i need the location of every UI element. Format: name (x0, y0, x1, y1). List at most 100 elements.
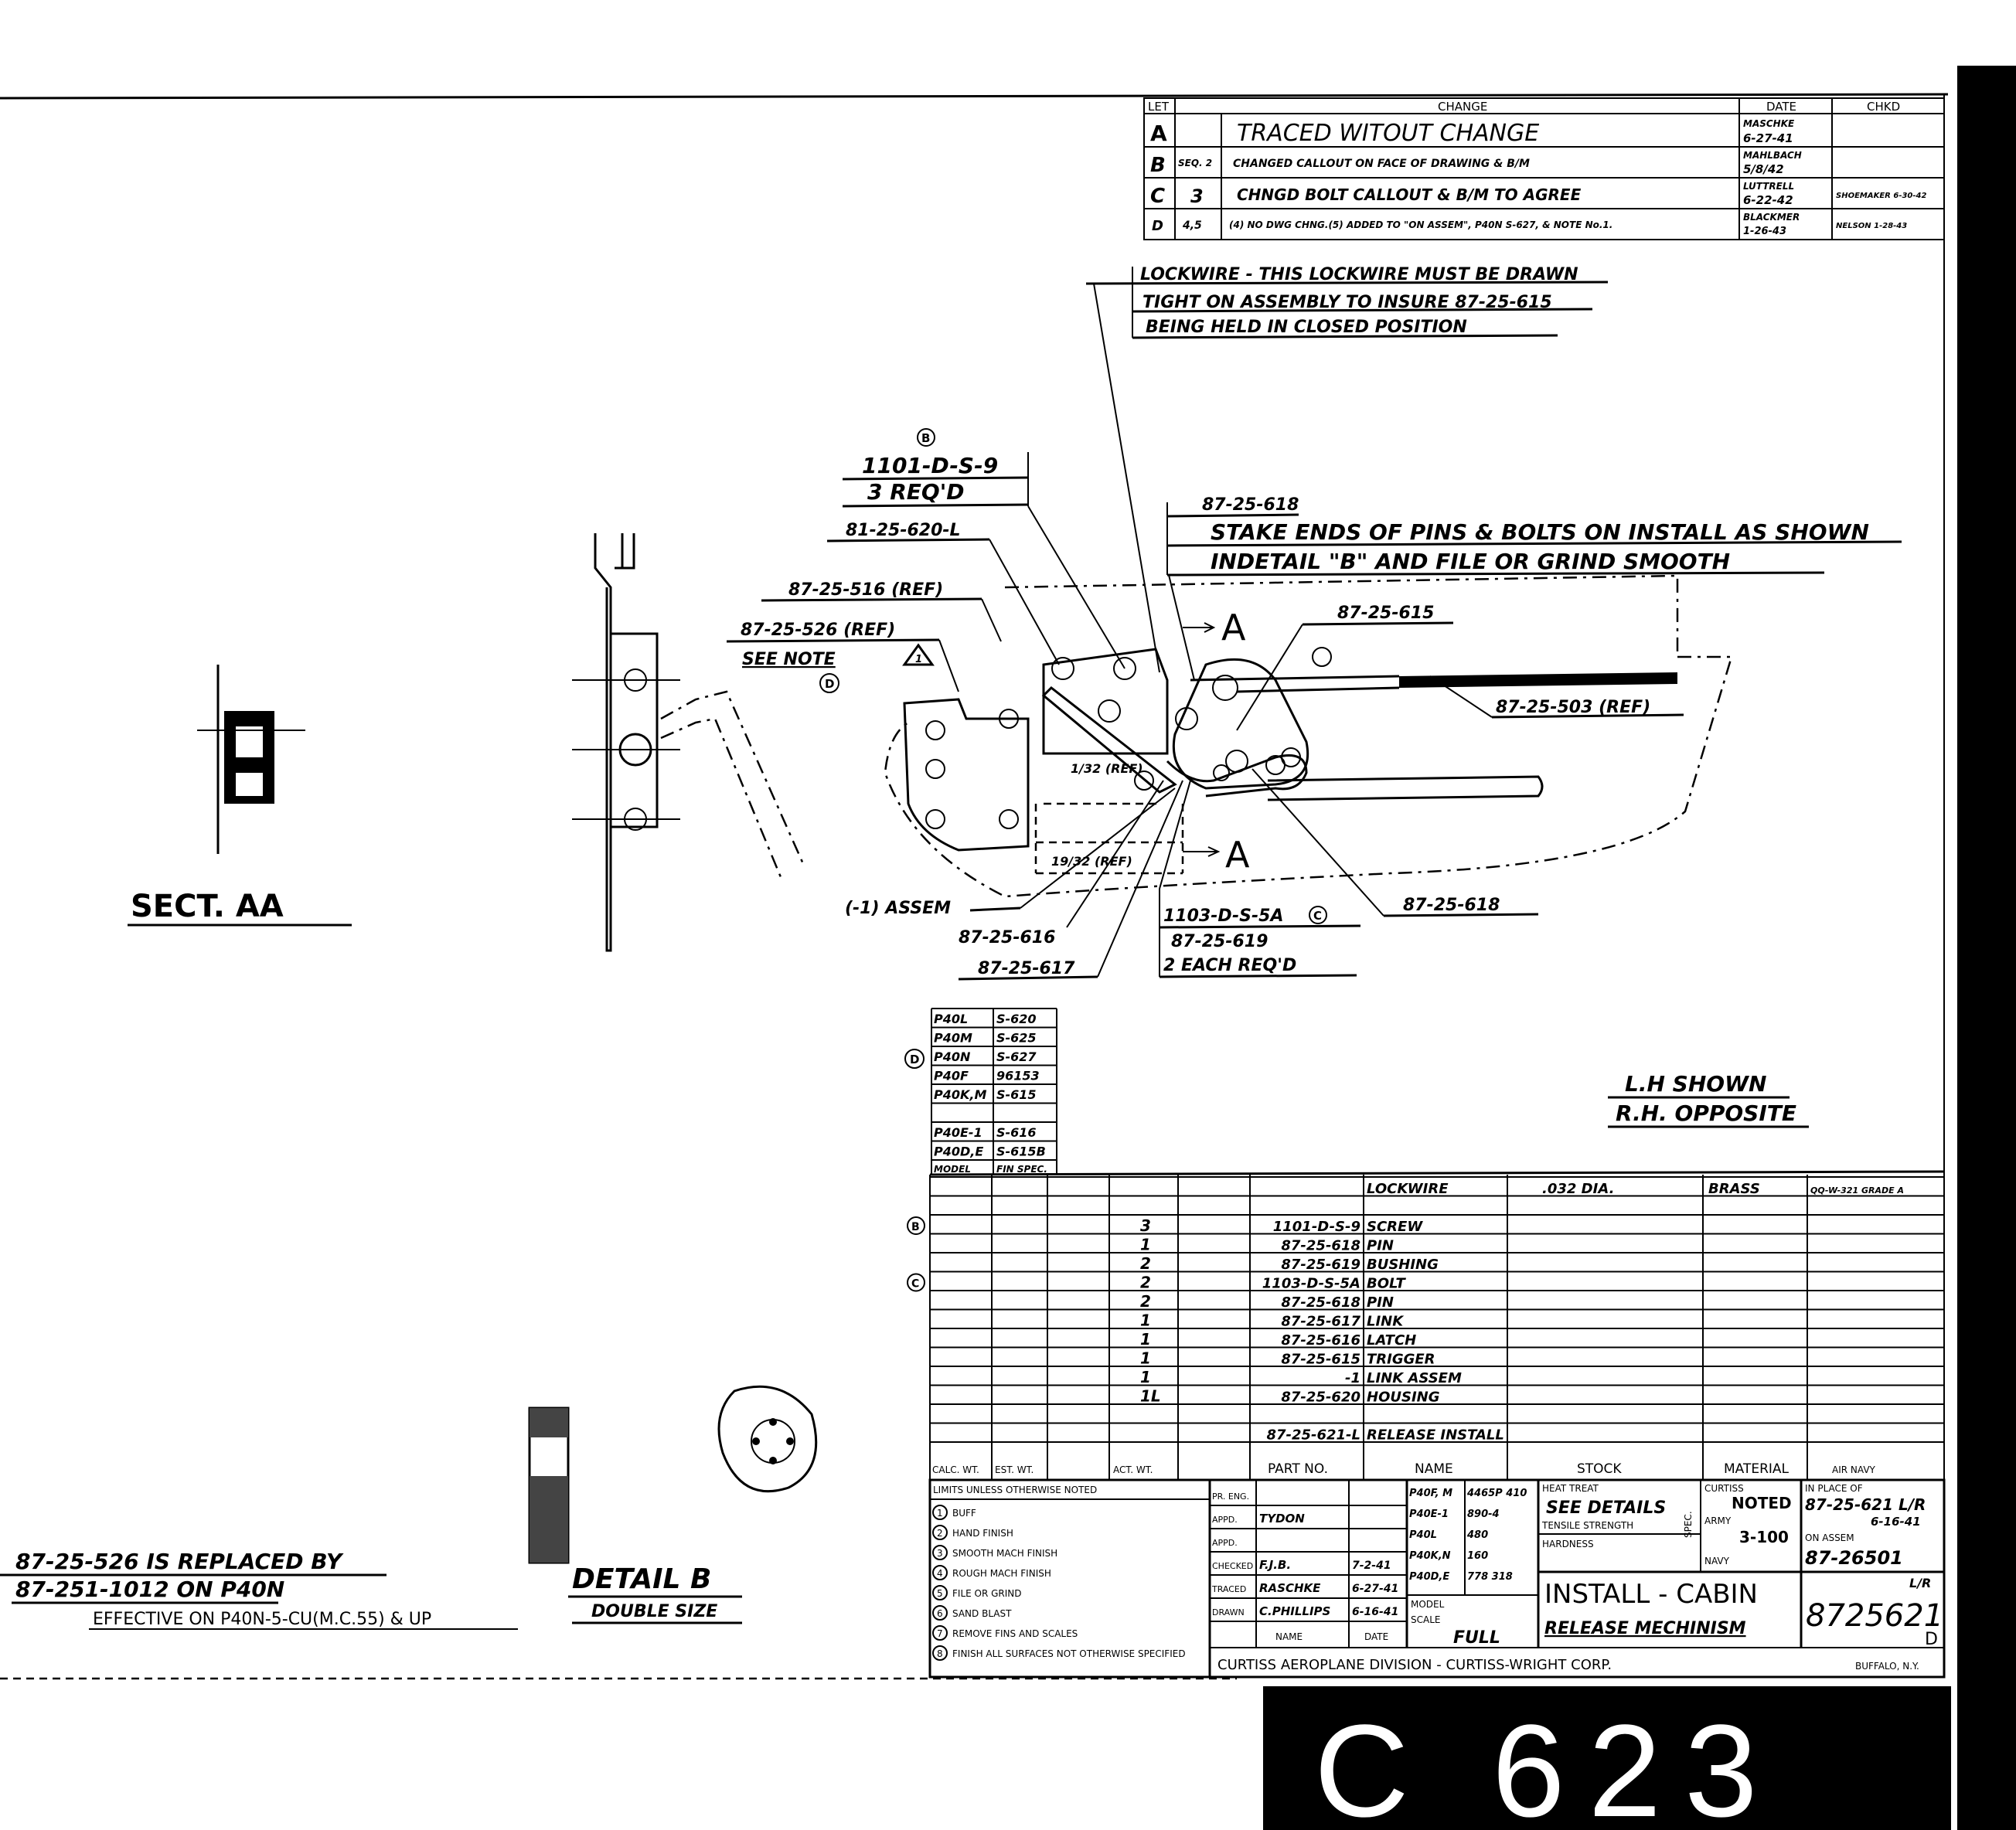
finish-number: 5 (937, 1588, 943, 1599)
replacement-note-line-3: EFFECTIVE ON P40N-5-CU(M.C.55) & UP (93, 1610, 431, 1629)
stake-note-part: 87-25-618 (1202, 495, 1299, 515)
part-number: 87-25-621-L (1266, 1427, 1360, 1444)
heat-treat-value: SEE DETAILS (1546, 1498, 1666, 1518)
callout-bushing: 87-25-619 (1171, 932, 1268, 951)
callout-link: 87-25-617 (978, 959, 1075, 978)
note-triangle-icon (902, 643, 935, 666)
part-number: 87-25-620 (1281, 1390, 1360, 1406)
rev-a-change: TRACED WITOUT CHANGE (1237, 120, 1539, 147)
lockwire-note: LOCKWIRE - THIS LOCKWIRE MUST BE DRAWN T… (1085, 265, 1609, 673)
drawing-title-line-2: RELEASE MECHINISM (1544, 1619, 1746, 1638)
model-name: P40K,M (934, 1087, 986, 1102)
parts-list-row: 1 87-25-615 TRIGGER (1140, 1349, 1435, 1368)
part-number: 87-25-616 (1281, 1332, 1360, 1349)
dimension-19-32: 19/32 (REF) (1051, 854, 1132, 869)
model-name: P40N (934, 1049, 971, 1064)
signoff-role: PR. ENG. (1212, 1492, 1249, 1502)
side-view (572, 533, 805, 952)
part-qty: 2 (1140, 1292, 1151, 1311)
replacement-note-line-1: 87-25-526 IS REPLACED BY (15, 1549, 344, 1574)
model-name: P40D,E (934, 1145, 983, 1159)
in-place-of-value: 87-25-621 L/R (1805, 1495, 1926, 1514)
rev-header-let: LET (1148, 100, 1170, 114)
navy-spec-label: NAVY (1704, 1556, 1730, 1566)
callout-ref-526: 87-25-526 (REF) (741, 621, 895, 640)
model-spec: S-615B (996, 1145, 1046, 1159)
part-number: -1 (1345, 1370, 1360, 1386)
model-spec: S-625 (996, 1031, 1037, 1046)
finish-number: 3 (937, 1548, 943, 1559)
finish-note: BUFF (952, 1508, 976, 1519)
signoff-role: APPD. (1212, 1515, 1238, 1525)
callout-ref-503: 87-25-503 (REF) (1496, 698, 1650, 717)
callout-bolt: 1103-D-S-5A (1163, 906, 1283, 926)
header-name: NAME (1415, 1461, 1453, 1477)
finish-number-circle (932, 1625, 948, 1641)
part-name: TRIGGER (1367, 1352, 1435, 1368)
model-name: P40E-1 (934, 1125, 982, 1140)
part-qty: 1 (1140, 1349, 1151, 1368)
signoff-role: DRAWN (1212, 1607, 1245, 1617)
header-est-wt: EST. WT. (995, 1464, 1034, 1475)
part-name: BOLT (1367, 1276, 1407, 1292)
weight-value: 480 (1466, 1529, 1488, 1541)
finish-note: ROUGH MACH FINISH (952, 1568, 1051, 1579)
part-number: 1103-D-S-5A (1262, 1276, 1360, 1292)
callouts: B 1101-D-S-9 3 REQ'D 81-25-620-L 87-25-5… (726, 428, 1684, 981)
army-spec-label: ARMY (1704, 1515, 1732, 1526)
header-spec: AIR NAVY (1832, 1464, 1876, 1475)
finish-number: 8 (937, 1648, 943, 1659)
rev-c-by: LUTTRELL (1743, 181, 1794, 192)
header-act-wt: ACT. WT. (1113, 1464, 1153, 1475)
detail-b-scale: DOUBLE SIZE (591, 1602, 717, 1621)
limits-label: LIMITS UNLESS OTHERWISE NOTED (933, 1485, 1097, 1495)
callout-rev-c: C (1313, 909, 1322, 923)
part-qty: 1 (1140, 1311, 1151, 1330)
part-stock: .032 DIA. (1542, 1181, 1614, 1197)
part-spec: QQ-W-321 GRADE A (1810, 1185, 1904, 1196)
finish-number-circle (932, 1505, 948, 1520)
signoff-role: APPD. (1212, 1538, 1238, 1548)
weight-value: 890-4 (1467, 1509, 1500, 1520)
weight-value: 4465P 410 (1466, 1488, 1527, 1499)
rev-c-date: 6-22-42 (1743, 193, 1793, 207)
finish-note: SAND BLAST (952, 1608, 1012, 1619)
spec-header: FIN SPEC. (996, 1164, 1047, 1175)
callout-screw-qty: 3 REQ'D (867, 479, 965, 505)
callout-bolt-qty: 2 EACH REQ'D (1163, 956, 1296, 975)
part-number: 87-25-617 (1281, 1314, 1360, 1330)
part-name: HOUSING (1367, 1390, 1439, 1406)
signoff-date: 6-27-41 (1352, 1583, 1398, 1595)
section-a-marker-bottom: A (1225, 834, 1250, 876)
hand-note: L.H SHOWN R.H. OPPOSITE (1608, 1071, 1809, 1128)
part-qty: 2 (1140, 1254, 1151, 1273)
hardness-label: HARDNESS (1542, 1539, 1594, 1549)
weight-value: 160 (1467, 1550, 1488, 1562)
in-place-of-date: 6-16-41 (1871, 1515, 1921, 1529)
in-place-of-label: IN PLACE OF (1805, 1483, 1863, 1494)
part-name: RELEASE INSTALL (1367, 1427, 1504, 1444)
part-number: 87-25-615 (1281, 1352, 1360, 1368)
stake-note-line-1: STAKE ENDS OF PINS & BOLTS ON INSTALL AS… (1211, 519, 1869, 545)
finish-number: 2 (937, 1528, 943, 1539)
drawing-size: D (1925, 1630, 1938, 1649)
signoff-name: F.J.B. (1259, 1558, 1291, 1572)
section-a-marker-top: A (1221, 607, 1246, 648)
header-material: MATERIAL (1724, 1461, 1790, 1477)
rev-d-letter: D (1152, 218, 1163, 234)
frame-id-label: C 623 (1314, 1698, 1781, 1830)
rev-header-chkd: CHKD (1867, 100, 1900, 114)
on-assem-label: ON ASSEM (1805, 1532, 1854, 1543)
signoff-name: C.PHILLIPS (1259, 1604, 1330, 1618)
rev-marker-letter: C (911, 1278, 919, 1291)
tensile-strength-label: TENSILE STRENGTH (1541, 1520, 1633, 1531)
finish-number: 1 (937, 1508, 943, 1519)
